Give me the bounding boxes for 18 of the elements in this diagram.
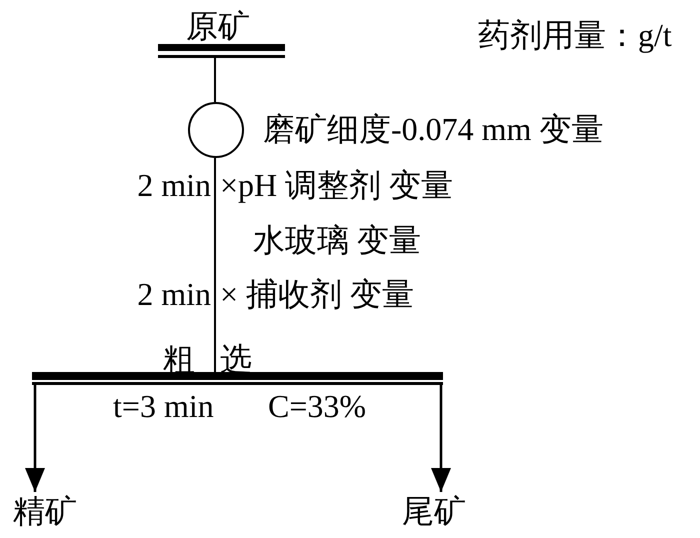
process-condition: t=3 min <box>113 387 214 425</box>
flow-arrow <box>25 385 45 492</box>
connector-line <box>214 158 216 372</box>
time-label: 2 min <box>137 166 211 204</box>
process-circle <box>188 102 244 158</box>
product-label: 尾矿 <box>402 492 466 530</box>
reagent-dosage: × 捕收剂 变量 <box>220 275 414 313</box>
process-condition: C=33% <box>268 387 366 425</box>
product-label: 精矿 <box>13 492 77 530</box>
reagent-dosage: ×pH 调整剂 变量 <box>220 166 454 204</box>
connector-line <box>214 58 216 102</box>
process-condition: 磨矿细度-0.074 mm 变量 <box>263 110 604 148</box>
reagent-dosage: 水玻璃 变量 <box>253 221 421 259</box>
unit-note: 药剂用量：g/t <box>478 16 672 54</box>
node-label: 原矿 <box>186 7 250 45</box>
node-label: 粗 <box>163 340 195 378</box>
time-label: 2 min <box>137 275 211 313</box>
flow-arrow <box>431 385 451 492</box>
